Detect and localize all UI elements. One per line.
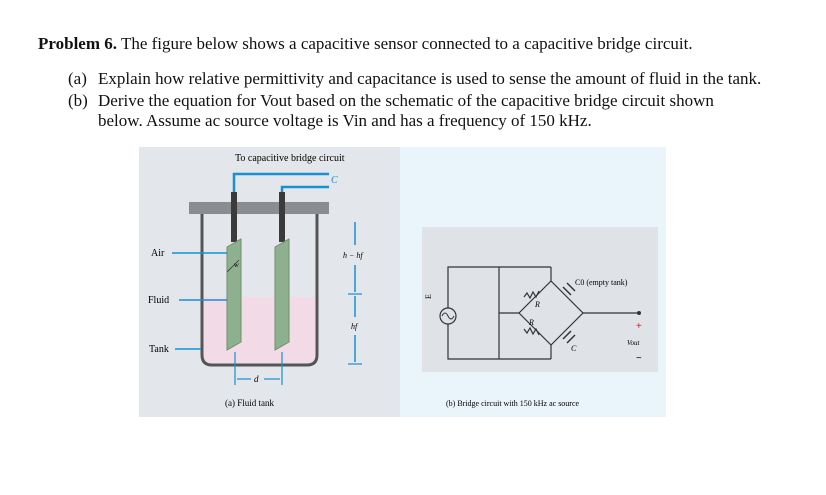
figure-a-c-label: C xyxy=(331,175,338,186)
part-b-text: Derive the equation for Vout based on th… xyxy=(98,91,714,110)
problem-statement: Problem 6. The figure below shows a capa… xyxy=(38,34,693,54)
part-a-label: (a) xyxy=(68,69,87,88)
label-air: Air xyxy=(151,248,165,259)
capacitor-c-plate-2 xyxy=(566,334,576,344)
figure-a-top-label: To capacitive bridge circuit xyxy=(235,153,345,164)
figure: To capacitive bridge circuit C w Air Flu… xyxy=(139,147,666,417)
source-bottom-wire xyxy=(447,324,499,360)
tank-lid xyxy=(189,202,329,214)
vout-minus: − xyxy=(636,353,642,364)
vout-plus: + xyxy=(636,321,642,332)
figure-svg: To capacitive bridge circuit C w Air Flu… xyxy=(139,147,666,417)
capacitor-c-plate-1 xyxy=(562,330,572,340)
figure-b-caption: (b) Bridge circuit with 150 kHz ac sourc… xyxy=(446,399,580,408)
output-node xyxy=(637,311,641,315)
part-b-continuation: below. Assume ac source voltage is Vin a… xyxy=(98,111,592,130)
label-hf: hf xyxy=(351,322,359,331)
c0-label: C0 (empty tank) xyxy=(575,278,628,287)
figure-a-w-label: w xyxy=(234,261,239,269)
problem-number: Problem 6. xyxy=(38,34,118,53)
source-label: E xyxy=(424,294,433,299)
width-arrow xyxy=(226,259,240,273)
vout-label: Vout xyxy=(627,339,641,347)
electrode-rod-1 xyxy=(231,192,237,242)
capacitor-c0-plate-2 xyxy=(566,282,576,292)
electrode-rod-2 xyxy=(279,192,285,242)
bridge-edge-bottom-left xyxy=(518,312,552,346)
electrode-plate-1 xyxy=(226,238,242,351)
bridge-edge-top-left xyxy=(518,280,552,314)
bridge-edge-bottom-right xyxy=(550,312,584,346)
bridge-edge-top-right xyxy=(550,280,584,314)
r-bottom-label: R xyxy=(528,318,534,327)
resistor-bottom xyxy=(523,326,540,336)
electrode-plate-2 xyxy=(274,238,290,351)
tank-wall xyxy=(200,214,319,367)
tank-fluid xyxy=(204,297,315,363)
source-top-wire xyxy=(447,266,499,308)
label-tank: Tank xyxy=(149,344,169,355)
label-h-minus-hf: h − hf xyxy=(343,251,364,260)
figure-a-panel xyxy=(139,147,400,417)
problem-intro: The figure below shows a capacitive sens… xyxy=(120,34,693,53)
ac-source-wave xyxy=(441,312,455,320)
part-b: (b) Derive the equation for Vout based o… xyxy=(68,91,808,133)
resistor-top xyxy=(523,290,540,300)
part-b-label: (b) xyxy=(68,91,88,110)
c-label: C xyxy=(571,344,577,353)
figure-a-caption: (a) Fluid tank xyxy=(225,398,274,408)
part-a: (a) Explain how relative permittivity an… xyxy=(68,69,808,89)
label-fluid: Fluid xyxy=(148,295,169,306)
part-a-text: Explain how relative permittivity and ca… xyxy=(98,69,762,88)
figure-b-inner-panel xyxy=(422,227,658,372)
capacitor-c0-plate-1 xyxy=(562,286,572,296)
r-top-label: R xyxy=(534,300,540,309)
label-d: d xyxy=(254,374,259,384)
